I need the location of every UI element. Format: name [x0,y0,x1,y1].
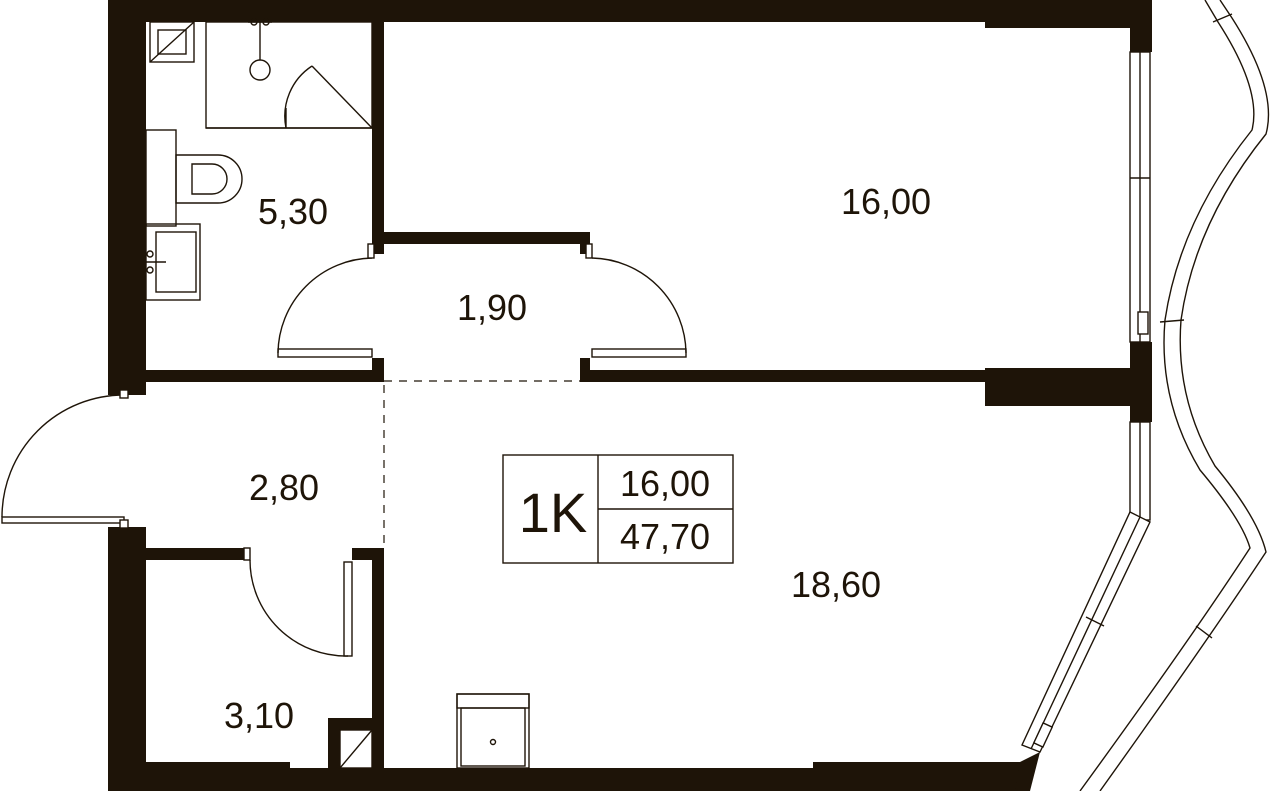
washbasin-icon [145,223,201,301]
balcony-outline [1079,0,1270,791]
room-area-hall: 2,80 [249,467,319,508]
doors [1,243,687,657]
room-area-kitchen: 18,60 [791,564,881,605]
interior-walls [146,22,990,768]
stove-icon [456,693,530,769]
shower-icon [205,18,373,129]
shaft-icon [339,729,373,769]
apartment-type: 1K [519,481,588,544]
room-area-storage: 3,10 [224,695,294,736]
room-area-corridor: 1,90 [457,287,527,328]
toilet-icon [145,129,243,227]
living-area-value: 16,00 [620,463,710,504]
small-cabinet-icon [149,21,195,63]
exterior-walls [108,0,1152,791]
room-area-bathroom: 5,30 [258,191,328,232]
total-area-value: 47,70 [620,516,710,557]
zone-lines [383,380,580,548]
right-windows [1021,51,1151,753]
room-labels: 16,00 5,30 1,90 2,80 3,10 18,60 [224,181,931,736]
room-area-living: 16,00 [841,181,931,222]
apartment-badge: 1K 16,00 47,70 [502,454,734,564]
